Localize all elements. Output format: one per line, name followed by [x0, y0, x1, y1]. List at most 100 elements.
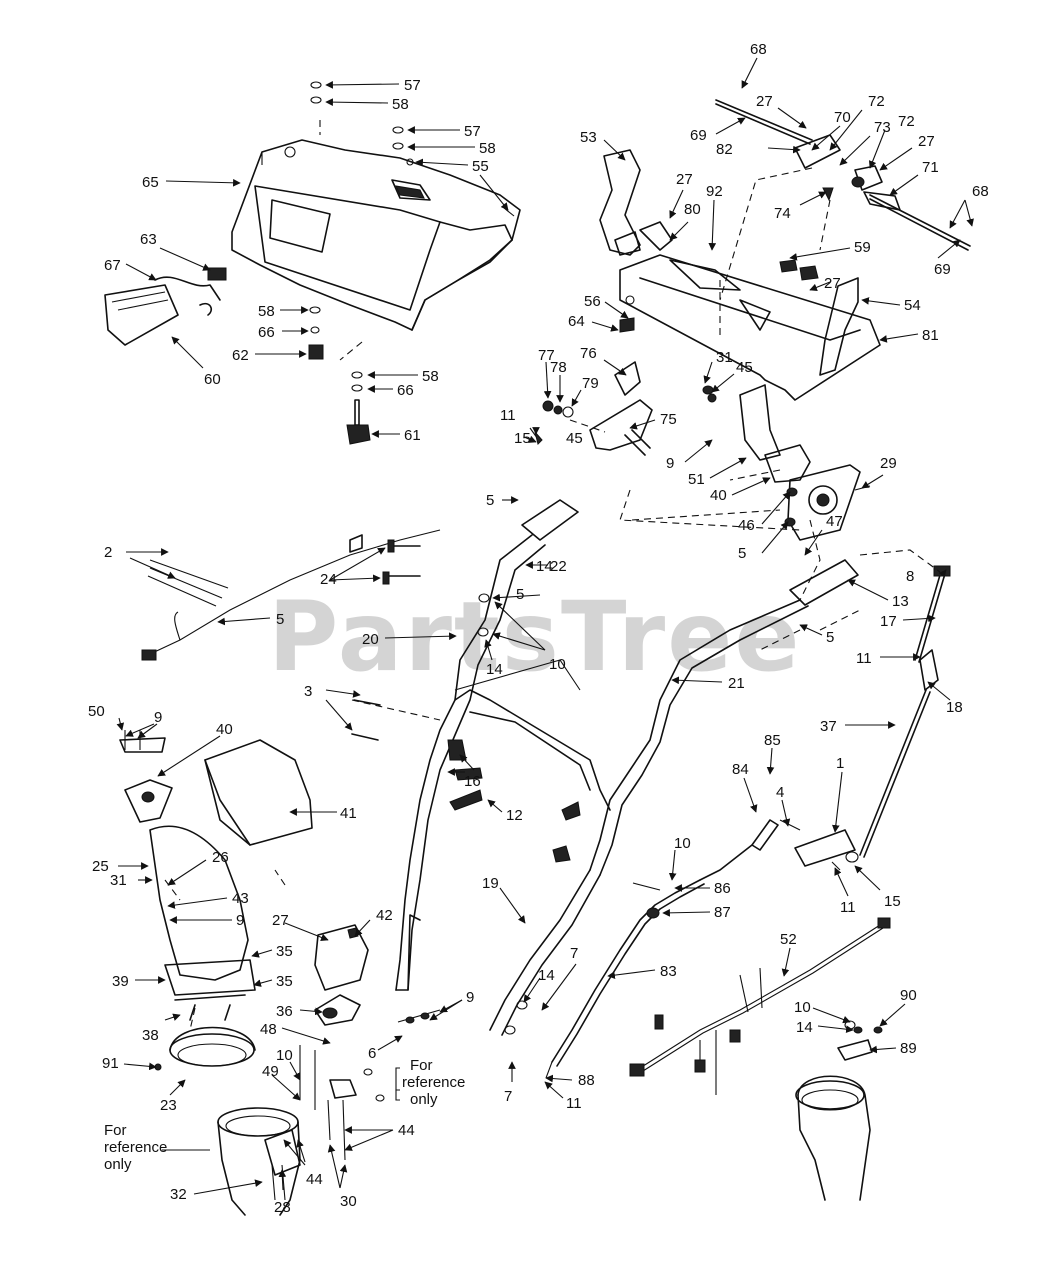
callout-label: 65: [142, 174, 159, 191]
callout-label: 47: [826, 513, 843, 530]
callout-label: 41: [340, 805, 357, 822]
callout-label: 18: [946, 699, 963, 716]
callout-label: 17: [880, 613, 897, 630]
callout-label: 75: [660, 411, 677, 428]
callout-label: 27: [824, 275, 841, 292]
callout-label: 77: [538, 347, 555, 364]
callout-label: 83: [660, 963, 677, 980]
callout-label: 30: [340, 1193, 357, 1210]
callout-label: 44: [398, 1122, 415, 1139]
callout-label: 74: [774, 205, 791, 222]
callout-label: 53: [580, 129, 597, 146]
part-drawings: [104, 81, 971, 1216]
callout-label: 45: [736, 359, 753, 376]
control-cable-drawing: [141, 529, 483, 811]
callout-leaders: [116, 57, 974, 1195]
callout-label: 5: [486, 492, 494, 509]
callout-label: 48: [260, 1021, 277, 1038]
callout-label: 9: [666, 455, 674, 472]
callout-label: 15: [884, 893, 901, 910]
callout-label: 51: [688, 471, 705, 488]
callout-label: 58: [479, 140, 496, 157]
callout-label: 15: [514, 430, 531, 447]
callout-label: 71: [922, 159, 939, 176]
callout-label: 14: [796, 1019, 813, 1036]
callout-label: 27: [918, 133, 935, 150]
callout-label: 64: [568, 313, 585, 330]
callout-label: 86: [714, 880, 731, 897]
callout-label: 9: [466, 989, 474, 1006]
dash-hardware-drawing: [308, 81, 515, 445]
callout-label: 32: [170, 1186, 187, 1203]
callout-label: 27: [676, 171, 693, 188]
callout-label: 70: [834, 109, 851, 126]
callout-label: 5: [516, 586, 524, 603]
gear-plate-drawing: [631, 384, 871, 541]
callout-label: 36: [276, 1003, 293, 1020]
callout-label: 11: [856, 650, 872, 667]
callout-label: 40: [216, 721, 233, 738]
callout-label: 89: [900, 1040, 917, 1057]
wiring-harness-drawing: [629, 917, 891, 1095]
callout-label: 28: [274, 1199, 291, 1216]
callout-label: 69: [690, 127, 707, 144]
callout-label: 80: [684, 201, 701, 218]
callout-label: 50: [88, 703, 105, 720]
callout-label: 79: [582, 375, 599, 392]
callout-label: 27: [756, 93, 773, 110]
callout-label: 29: [880, 455, 897, 472]
callout-label: 66: [258, 324, 275, 341]
callout-label: 72: [868, 93, 885, 110]
callout-label: 8: [906, 568, 914, 585]
callout-label: 69: [934, 261, 951, 278]
callout-label: 87: [714, 904, 731, 921]
upper-handle-left-drawing: [395, 499, 611, 991]
callout-label: 40: [710, 487, 727, 504]
watermark: PartsTree: [268, 581, 801, 693]
callout-label: 39: [112, 973, 129, 990]
callout-label: 26: [212, 849, 229, 866]
callout-label: 11: [500, 407, 516, 424]
reference-note-line: only: [410, 1091, 438, 1108]
callout-label: 45: [566, 430, 583, 447]
callout-label: 5: [276, 611, 284, 628]
callout-label: 66: [397, 382, 414, 399]
callout-label: 46: [738, 517, 755, 534]
callout-label: 82: [716, 141, 733, 158]
callout-label: 81: [922, 327, 939, 344]
reference-note-middle: For reference only: [402, 1057, 465, 1108]
right-chute-drawing: [795, 1020, 883, 1201]
callout-label: 10: [276, 1047, 293, 1064]
dash-panel-drawing: [231, 139, 521, 331]
callout-label: 9: [154, 709, 162, 726]
callout-label: 52: [780, 931, 797, 948]
callout-label: 19: [482, 875, 499, 892]
callout-label: 14: [486, 661, 503, 678]
guide-lines: [164, 469, 821, 1031]
callout-label: 10: [674, 835, 691, 852]
chute-assembly-drawing: [119, 730, 441, 1161]
callout-label: 59: [854, 239, 871, 256]
callout-label: 44: [306, 1171, 323, 1188]
callout-label: 72: [898, 113, 915, 130]
callout-label: 27: [272, 912, 289, 929]
callout-label: 49: [262, 1063, 279, 1080]
callout-label: 10: [549, 656, 566, 673]
callout-label: 37: [820, 718, 837, 735]
callout-label: 68: [750, 41, 767, 58]
callout-label: 14: [536, 558, 553, 575]
callout-label: 38: [142, 1027, 159, 1044]
callout-label: 58: [392, 96, 409, 113]
callout-label: 43: [232, 890, 249, 907]
callout-label: 11: [566, 1095, 582, 1112]
callout-label: 73: [874, 119, 891, 136]
callout-label: 88: [578, 1072, 595, 1089]
reference-note-left: For reference only: [104, 1122, 167, 1173]
reference-note-line: reference: [104, 1139, 167, 1156]
callout-label: 14: [538, 967, 555, 984]
callout-label: 60: [204, 371, 221, 388]
callout-label: 57: [464, 123, 481, 140]
control-rod-drawing: [715, 99, 971, 301]
callout-label: 12: [506, 807, 523, 824]
